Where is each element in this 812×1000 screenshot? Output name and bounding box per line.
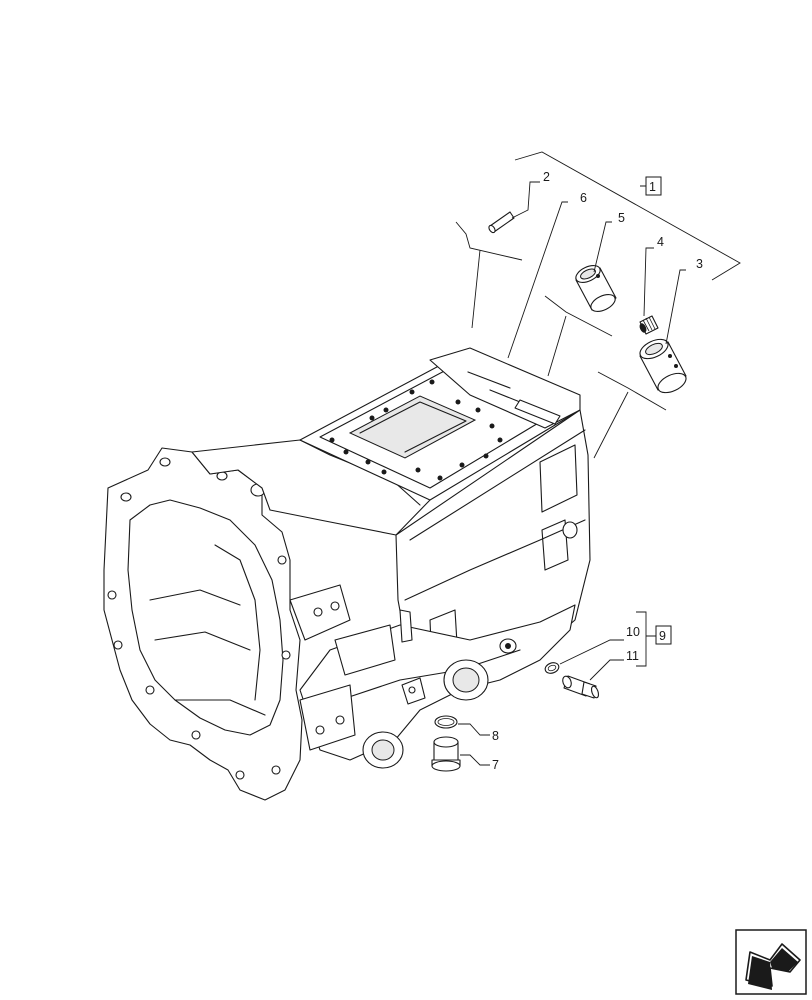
callout-6: 6 bbox=[580, 191, 587, 205]
callout-4: 4 bbox=[657, 235, 664, 249]
drain-plug bbox=[431, 736, 461, 772]
set-screw bbox=[639, 315, 659, 335]
callout-2: 2 bbox=[543, 170, 550, 184]
next-page-arrow-icon[interactable] bbox=[735, 929, 807, 995]
callout-box-1 bbox=[645, 176, 662, 196]
transmission-housing bbox=[103, 347, 591, 801]
callout-box-9 bbox=[655, 625, 672, 645]
callout-5: 5 bbox=[618, 211, 625, 225]
o-ring-small bbox=[544, 662, 560, 674]
bushing-lower bbox=[639, 338, 687, 394]
breather-fitting bbox=[562, 675, 600, 699]
dowel-pin bbox=[488, 211, 515, 234]
top-plate-bolt-holes bbox=[329, 379, 543, 481]
bushing-upper bbox=[575, 265, 617, 312]
leader-lines bbox=[455, 151, 741, 766]
callout-9: 9 bbox=[659, 629, 666, 643]
callout-11: 11 bbox=[626, 649, 639, 663]
callout-1: 1 bbox=[649, 180, 656, 194]
o-ring-port bbox=[434, 715, 458, 729]
callout-7: 7 bbox=[492, 758, 499, 772]
callout-labels: 1 2 3 4 5 6 7 8 9 10 11 bbox=[492, 170, 703, 772]
callout-10: 10 bbox=[626, 625, 640, 639]
callout-8: 8 bbox=[492, 729, 499, 743]
callout-3: 3 bbox=[696, 257, 703, 271]
